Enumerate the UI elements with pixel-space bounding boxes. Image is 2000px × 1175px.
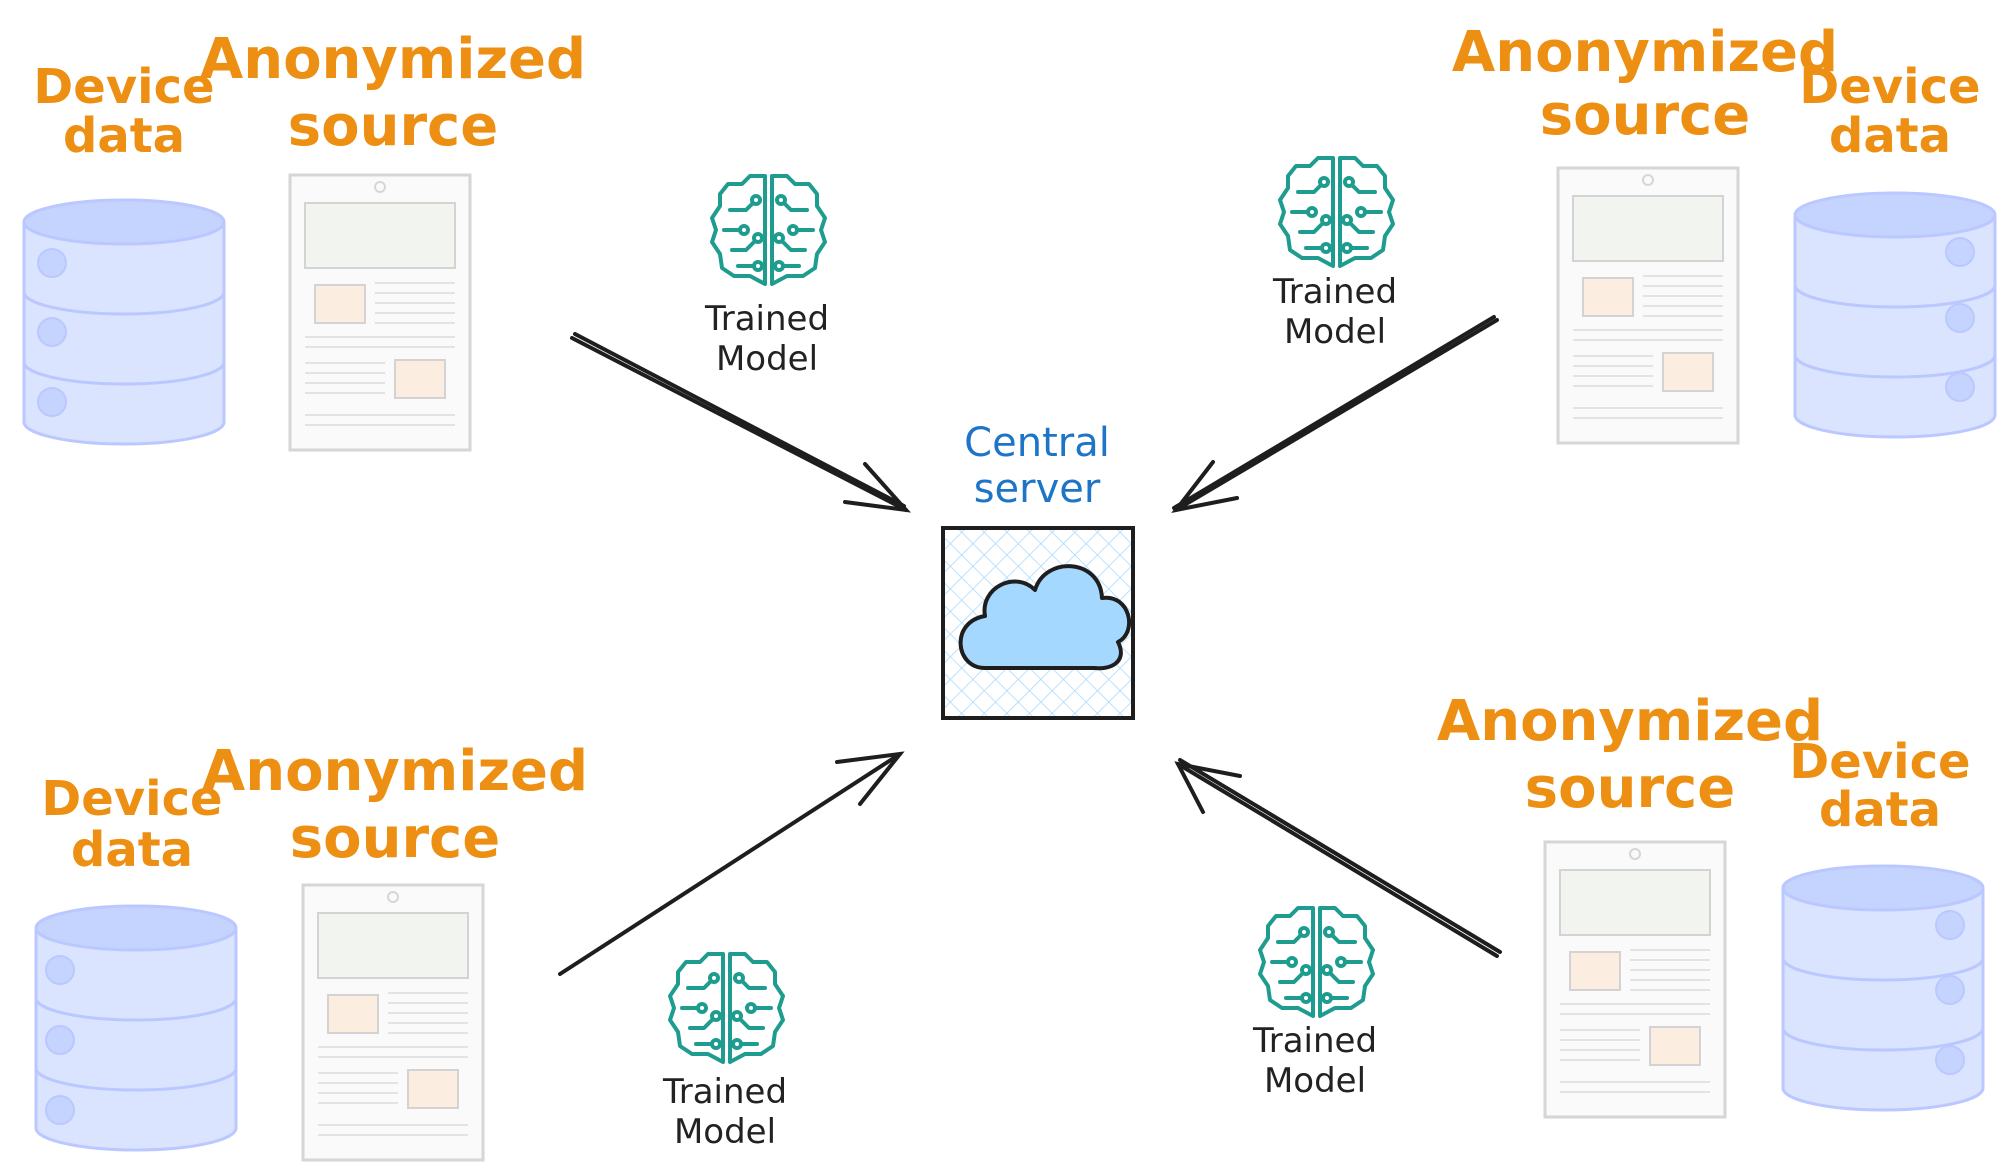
device-data-label-line2: data [1829,108,1951,164]
cloud-icon [958,564,1132,671]
trained-model-label-line2: Model [716,339,818,379]
anonymized-source-label-line1: Anonymized [202,739,588,804]
device-data-label-line2: data [63,108,185,164]
trained-model-label-line2: Model [674,1112,776,1152]
device-data-label-line1: Device [1789,734,1970,790]
device-data-label-line1: Device [33,59,214,115]
anonymized-source-label-line2: source [290,806,500,871]
central-server-label-line2: server [974,466,1101,512]
brain-circuit-icon [710,174,827,286]
device-data-label-line1: Device [41,771,222,827]
device-data-label-line1: Device [1799,59,1980,115]
node-top-right: Anonymized source Device data Trained Mo… [1272,20,1997,445]
anonymized-source-label-line2: source [1540,83,1750,148]
anonymized-source-label-line2: source [1525,756,1735,821]
node-bottom-right: Anonymized source Device data Trained Mo… [1252,689,1985,1119]
document-icon [301,883,485,1162]
arrow-top-right [1171,315,1499,513]
anonymized-source-label-line1: Anonymized [1452,20,1838,85]
trained-model-label-line1: Trained [704,299,829,339]
trained-model-label-line2: Model [1264,1061,1366,1101]
document-icon [1556,166,1740,445]
central-server: Central server [941,420,1135,720]
anonymized-source-label-line1: Anonymized [200,27,586,92]
trained-model-label-line1: Trained [662,1072,787,1112]
arrow-bottom-right [1174,758,1502,958]
arrow-top-left [570,332,912,513]
central-server-label-line1: Central [964,420,1110,466]
database-dots [1935,910,1965,1075]
brain-circuit-icon [668,952,785,1064]
arrow-bottom-left [558,751,905,976]
database-dots [37,248,67,417]
trained-model-label-line1: Trained [1272,272,1397,312]
brain-circuit-icon [1278,156,1395,268]
trained-model-label-line1: Trained [1252,1021,1377,1061]
device-data-label-line2: data [71,822,193,878]
database-dots [1945,237,1975,402]
document-icon [1543,840,1727,1119]
node-bottom-left: Device data Anonymized source Trained Mo… [34,739,787,1162]
device-data-label-line2: data [1819,782,1941,838]
database-dots [45,955,75,1125]
anonymized-source-label-line2: source [288,94,498,159]
anonymized-source-label-line1: Anonymized [1437,689,1823,754]
trained-model-label-line2: Model [1284,312,1386,352]
node-top-left: Device data Anonymized source Trained Mo… [22,27,829,452]
document-icon [288,173,472,452]
brain-circuit-icon [1258,906,1375,1018]
arrows [558,315,1502,976]
